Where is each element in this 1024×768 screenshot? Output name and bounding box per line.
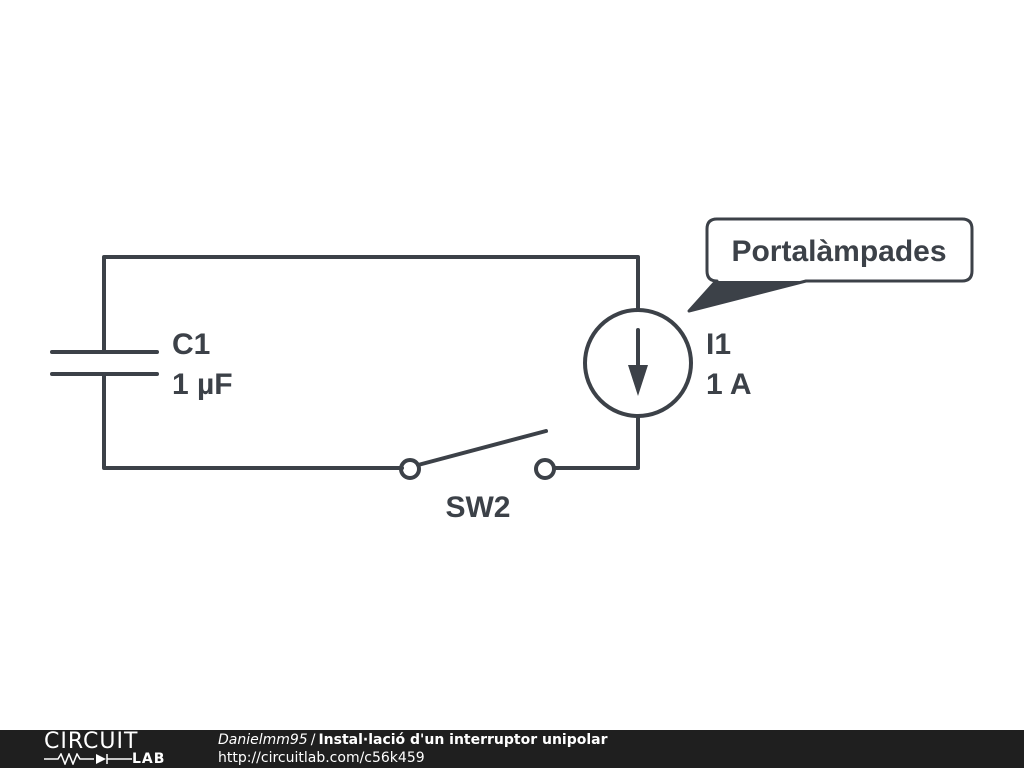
schematic-canvas: Portalàmpades C1 1 µF I1 1 A SW2	[50, 217, 974, 524]
footer-bar: CIRCUIT LAB Danielmm95/Instal·lació d'un…	[0, 730, 1024, 768]
wire-left-bottom	[102, 372, 404, 470]
switch-terminal-left	[399, 458, 421, 480]
annotation-tail	[689, 281, 806, 311]
resistor-diode-icon	[44, 753, 132, 765]
switch-blade	[416, 429, 548, 467]
annotation-text: Portalàmpades	[731, 235, 946, 268]
current-source-ref-label: I1	[706, 328, 731, 361]
current-source-value-label: 1 A	[706, 368, 752, 401]
meta-separator: /	[310, 732, 316, 748]
schematic-url[interactable]: http://circuitlab.com/c56k459	[218, 750, 425, 766]
logo-lab-text: LAB	[132, 751, 166, 767]
schematic-meta: Danielmm95/Instal·lació d'un interruptor…	[218, 731, 608, 767]
wire-top	[102, 255, 640, 354]
switch-ref-label: SW2	[445, 491, 510, 524]
logo-circuit-text: CIRCUIT	[44, 729, 139, 754]
current-source-circle	[583, 308, 693, 418]
switch-terminal-right	[534, 458, 556, 480]
current-source-arrow-head	[628, 365, 648, 396]
capacitor-ref-label: C1	[172, 328, 210, 361]
schematic-title: Instal·lació d'un interruptor unipolar	[318, 732, 608, 748]
meta-line-1: Danielmm95/Instal·lació d'un interruptor…	[218, 731, 608, 749]
capacitor-value-label: 1 µF	[172, 368, 233, 401]
schematic-svg: Portalàmpades C1 1 µF I1 1 A SW2	[50, 217, 974, 524]
circuitlab-logo[interactable]: CIRCUIT LAB	[40, 730, 180, 768]
wire-right-bottom	[552, 415, 640, 470]
author-link[interactable]: Danielmm95	[218, 732, 308, 748]
